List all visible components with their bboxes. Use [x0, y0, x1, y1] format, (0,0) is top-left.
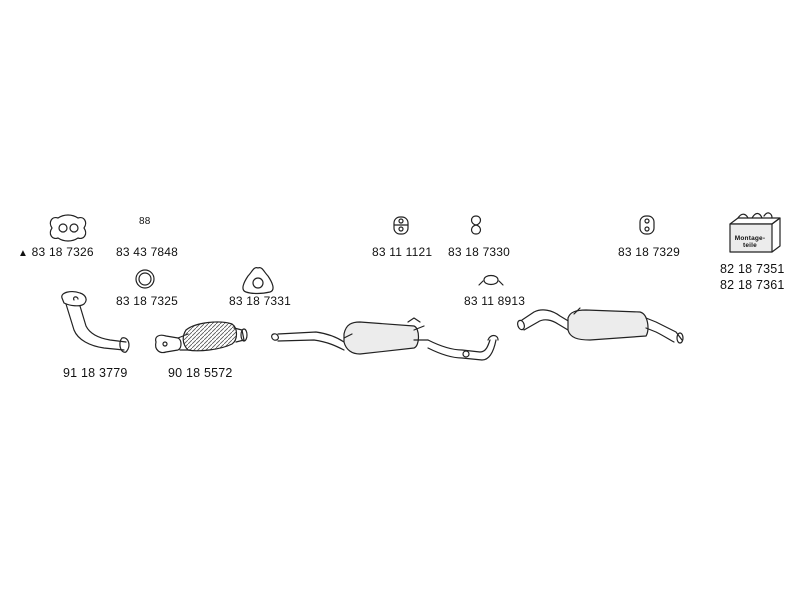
middle-silencer-icon: [271, 317, 499, 361]
part-number-flange-gasket: 83 18 7331: [229, 294, 292, 308]
front-pipe-icon: [61, 291, 130, 353]
part-number-rubber-mount-rear: 83 18 7329: [618, 245, 681, 259]
part-number-clamp-mid: 83 11 8913: [464, 294, 526, 308]
part-number-catalytic-converter: 90 18 5572: [168, 366, 233, 380]
part-number-rubber-mount-front: 83 11 1121: [372, 245, 433, 259]
rear-silencer-icon: [517, 307, 684, 344]
manifold-gasket-icon: [49, 214, 87, 242]
kit-box-text-line-2: teile: [742, 242, 757, 249]
part-number-hanger-mid: 83 18 7330: [448, 245, 511, 259]
part-number-gasket-manifold: 83 18 7326: [31, 245, 94, 259]
mounting-kit-box-icon: [729, 212, 781, 253]
flange-gasket-icon: [242, 267, 274, 295]
clamp-mid-icon: [478, 274, 504, 286]
catalytic-converter-icon: [155, 321, 248, 354]
triangle-marker-icon: ▲: [18, 248, 29, 259]
rubber-mount-front-icon: [393, 216, 409, 235]
ring-gasket-icon: [135, 269, 155, 289]
part-number-mounting-kit-1: 82 18 7351: [720, 262, 785, 276]
part-number-small-clips: 83 43 7848: [116, 245, 179, 259]
rubber-mount-rear-icon: [639, 215, 655, 235]
part-number-ring-gasket: 83 18 7325: [116, 294, 179, 308]
part-row-gasket-manifold: ▲ 83 18 7326: [18, 245, 94, 259]
kit-box-text-line-1: Montage-: [734, 235, 766, 242]
part-number-mounting-kit-2: 82 18 7361: [720, 278, 785, 292]
part-number-front-pipe: 91 18 3779: [63, 366, 128, 380]
clip-glyph-label: 88: [139, 216, 151, 227]
hanger-mid-icon: [470, 215, 482, 235]
kit-box-text: Montage- teile: [733, 235, 767, 249]
